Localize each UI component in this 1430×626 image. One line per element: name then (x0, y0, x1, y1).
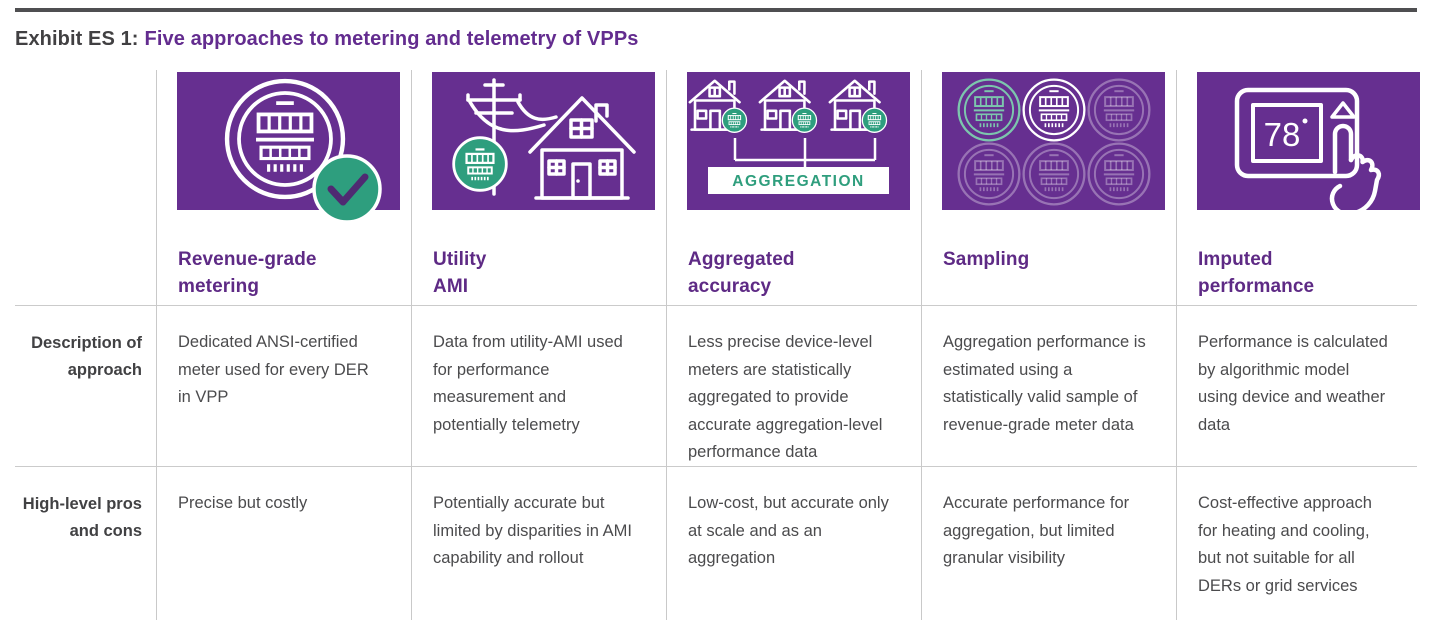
meter-sample-grid-icon (957, 78, 1151, 206)
description-revenue-grade-metering: Dedicated ANSI-certified meter used for … (156, 305, 411, 466)
exhibit-heading: Exhibit ES 1:Five approaches to metering… (15, 28, 638, 51)
thermostat-hand-icon: 78 (1234, 87, 1381, 217)
house-icon (690, 81, 747, 133)
page-top-rule (15, 8, 1417, 12)
description-sampling: Aggregation performance is estimated usi… (921, 305, 1176, 466)
pointing-hand-icon (1329, 123, 1381, 217)
unsampled-meter-icon (1087, 142, 1151, 206)
pros-cons-revenue-grade-metering: Precise but costly (156, 466, 411, 620)
pros-cons-utility-ami: Potentially accurate but limited by disp… (411, 466, 666, 620)
degree-dot (1302, 118, 1308, 124)
exhibit-label: Exhibit ES 1: (15, 28, 139, 50)
row-label-pros-cons: High-level pros and cons (15, 466, 156, 620)
pros-cons-imputed-performance: Cost-effective approach for heating and … (1176, 466, 1417, 620)
approaches-table: Revenue-grade metering (0, 70, 1420, 620)
green-check-icon (312, 154, 382, 224)
description-aggregated-accuracy: Less precise device-level meters are sta… (666, 305, 921, 466)
pros-cons-sampling: Accurate performance for aggregation, bu… (921, 466, 1176, 620)
utility-ami-illustration (432, 72, 655, 210)
column-title-imputed-performance: Imputed performance (1198, 249, 1315, 297)
revenue-grade-meter-icon (177, 72, 382, 224)
sampled-meter-icon (957, 78, 1021, 142)
pros-cons-aggregated-accuracy: Low-cost, but accurate only at scale and… (666, 466, 921, 620)
house-icon (528, 96, 636, 200)
sampled-meter-icon (1022, 78, 1086, 142)
aggregated-accuracy-illustration: AGGREGATION (687, 72, 910, 210)
sampling-illustration (942, 72, 1165, 210)
header-spacer-cell (0, 70, 156, 305)
column-imputed-performance: 78 Imputed performance (1176, 70, 1420, 305)
column-title-aggregated-accuracy: Aggregated accuracy (688, 249, 795, 297)
unsampled-meter-icon (1087, 78, 1151, 142)
aggregation-label-box (708, 167, 889, 194)
door-knob (576, 179, 580, 183)
description-imputed-performance: Performance is calculated by algorithmic… (1176, 305, 1417, 466)
row-label-description: Description of approach (15, 305, 156, 466)
aggregation-connector-lines (733, 138, 877, 168)
thermostat-reading: 78 (1264, 116, 1301, 153)
description-utility-ami: Data from utility-AMI used for performan… (411, 305, 666, 466)
column-title-utility-ami: Utility AMI (433, 249, 487, 297)
up-arrow-icon (1330, 101, 1356, 119)
house-icon (830, 81, 887, 133)
imputed-performance-illustration: 78 (1197, 72, 1420, 217)
column-revenue-grade-metering: Revenue-grade metering (156, 70, 411, 305)
houses-aggregation-icon: AGGREGATION (687, 72, 889, 194)
house-icon (760, 81, 817, 133)
ami-meter-icon (452, 136, 508, 192)
revenue-grade-metering-illustration (177, 72, 400, 224)
utility-pole-house-icon (452, 78, 636, 200)
thermostat-icon (1234, 87, 1360, 179)
aggregation-label: AGGREGATION (732, 173, 864, 190)
unsampled-meter-icon (957, 142, 1021, 206)
column-utility-ami: Utility AMI (411, 70, 666, 305)
unsampled-meter-icon (1022, 142, 1086, 206)
column-title-revenue-grade-metering: Revenue-grade metering (178, 249, 317, 297)
column-sampling: Sampling (921, 70, 1176, 305)
column-title-sampling: Sampling (943, 249, 1030, 270)
exhibit-title: Five approaches to metering and telemetr… (144, 28, 639, 50)
column-aggregated-accuracy: AGGREGATION Aggregated accuracy (666, 70, 921, 305)
